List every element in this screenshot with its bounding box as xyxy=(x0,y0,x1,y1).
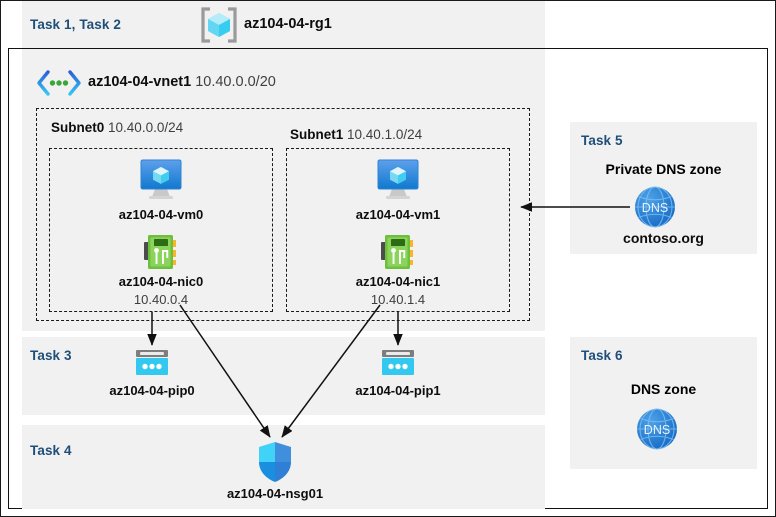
subnet1-box xyxy=(286,148,510,312)
virtual-machine-icon xyxy=(136,157,186,201)
task3-panel xyxy=(22,337,545,415)
subnet0-title: Subnet0 10.40.0.0/24 xyxy=(51,120,183,135)
svg-text:DNS: DNS xyxy=(642,201,668,215)
nic1-ip: 10.40.1.4 xyxy=(370,292,426,307)
subnet1-title: Subnet1 10.40.1.0/24 xyxy=(290,127,422,142)
vnet-title: az104-04-vnet1 10.40.0.0/20 xyxy=(88,74,276,90)
task3-label: Task 3 xyxy=(30,348,72,363)
vnet-panel-fill xyxy=(22,49,545,331)
subnet0-box xyxy=(49,148,273,312)
subnet1-cidr: 10.40.1.0/24 xyxy=(347,127,423,142)
vnet-name: az104-04-vnet1 xyxy=(88,74,192,90)
resource-group-icon xyxy=(200,7,238,43)
virtual-machine-icon xyxy=(373,157,423,201)
dns-zone-heading: DNS zone xyxy=(630,381,697,397)
task5-panel xyxy=(570,122,757,254)
task1-task2-label: Task 1, Task 2 xyxy=(30,17,121,32)
vnet-address-space: 10.40.0.0/20 xyxy=(195,74,276,90)
subnet0-cidr: 10.40.0.0/24 xyxy=(108,120,184,135)
subnet1-name: Subnet1 xyxy=(290,127,344,142)
vm1-name: az104-04-vm1 xyxy=(355,207,441,222)
nic0-ip: 10.40.0.4 xyxy=(133,292,189,307)
vm0-name: az104-04-vm0 xyxy=(118,207,204,222)
nic1-name: az104-04-nic1 xyxy=(355,274,441,289)
task4-label: Task 4 xyxy=(30,443,72,458)
svg-text:DNS: DNS xyxy=(644,423,670,437)
public-ip-address-icon xyxy=(133,348,171,378)
network-interface-icon xyxy=(380,233,416,271)
resource-group-name: az104-04-rg1 xyxy=(244,16,332,32)
network-security-group-icon xyxy=(256,440,294,484)
task1-task2-panel xyxy=(22,0,545,48)
pip1-name: az104-04-pip1 xyxy=(355,383,441,398)
task6-label: Task 6 xyxy=(581,348,623,363)
dns-zone-icon: DNS xyxy=(632,184,678,230)
pip0-name: az104-04-pip0 xyxy=(109,383,195,398)
nic0-name: az104-04-nic0 xyxy=(118,274,204,289)
dns-zone-icon: DNS xyxy=(634,406,680,452)
private-dns-zone-heading: Private DNS zone xyxy=(605,161,722,177)
subnet0-name: Subnet0 xyxy=(51,120,105,135)
task5-label: Task 5 xyxy=(581,133,623,148)
private-dns-zone-name: contoso.org xyxy=(623,230,704,246)
virtual-network-icon xyxy=(36,70,82,96)
network-interface-icon xyxy=(143,233,179,271)
nsg-name: az104-04-nsg01 xyxy=(226,486,324,501)
public-ip-address-icon xyxy=(379,348,417,378)
